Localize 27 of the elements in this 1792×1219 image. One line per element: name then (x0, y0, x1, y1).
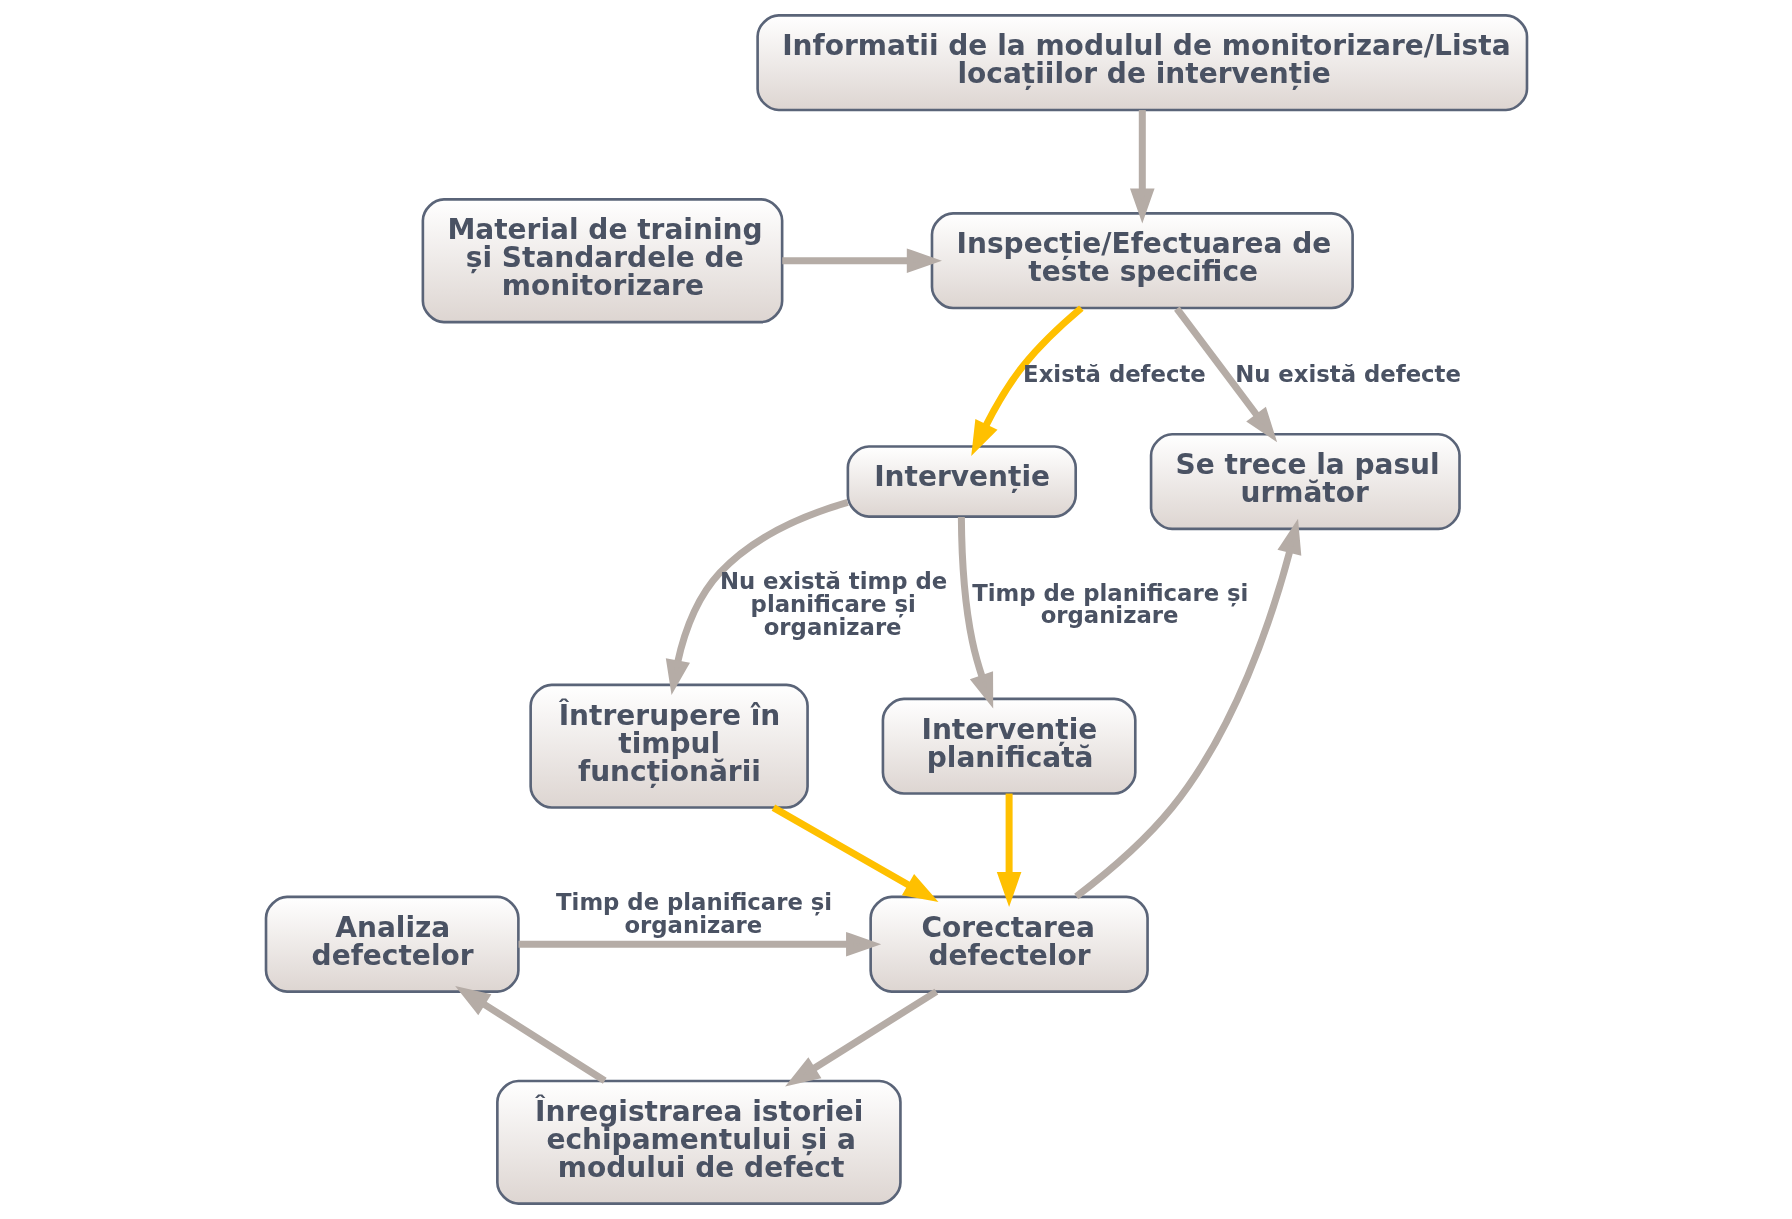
arrow (781, 248, 942, 274)
node-box: Întrerupere în timpul funcționării (528, 683, 809, 809)
edge-label: Timp de planificare și organizare (555, 888, 832, 938)
arrow (454, 985, 607, 1084)
arrow (784, 988, 938, 1087)
edge-label: Există defecte (1022, 361, 1206, 388)
arrow (1073, 518, 1301, 900)
node-box: Analiza defectelor (264, 895, 520, 993)
arrow (957, 516, 993, 709)
node-box: Se trece la pasul următor (1149, 432, 1461, 531)
node-box: Intervenție (846, 445, 1077, 518)
arrow (1129, 110, 1155, 224)
node-box: Inspecție/Efectuarea de teste specifice (930, 212, 1354, 310)
node-box: Înregistrarea istoriei echipamentului și a modului de defect (495, 1079, 902, 1205)
arrow (996, 793, 1021, 908)
node-box: Informatii de la modulul de monitorizare/Lista locațiilor de intervenție (755, 14, 1528, 112)
edge-label: Timp de planificare și organizare (971, 579, 1248, 629)
node-box: Corectarea defectelor (868, 895, 1149, 993)
arrow (970, 305, 1084, 457)
arrow (518, 931, 881, 957)
node-box: Intervenție planificată (881, 697, 1137, 795)
edge-label: Nu există defecte (1234, 361, 1461, 388)
arrow (771, 804, 938, 903)
edge-label: Nu există timp de planificare și organizare (719, 568, 947, 640)
node-box: Material de training și Standardele de monitorizare (421, 198, 783, 324)
arrow (1173, 306, 1277, 443)
arrow (665, 499, 849, 695)
